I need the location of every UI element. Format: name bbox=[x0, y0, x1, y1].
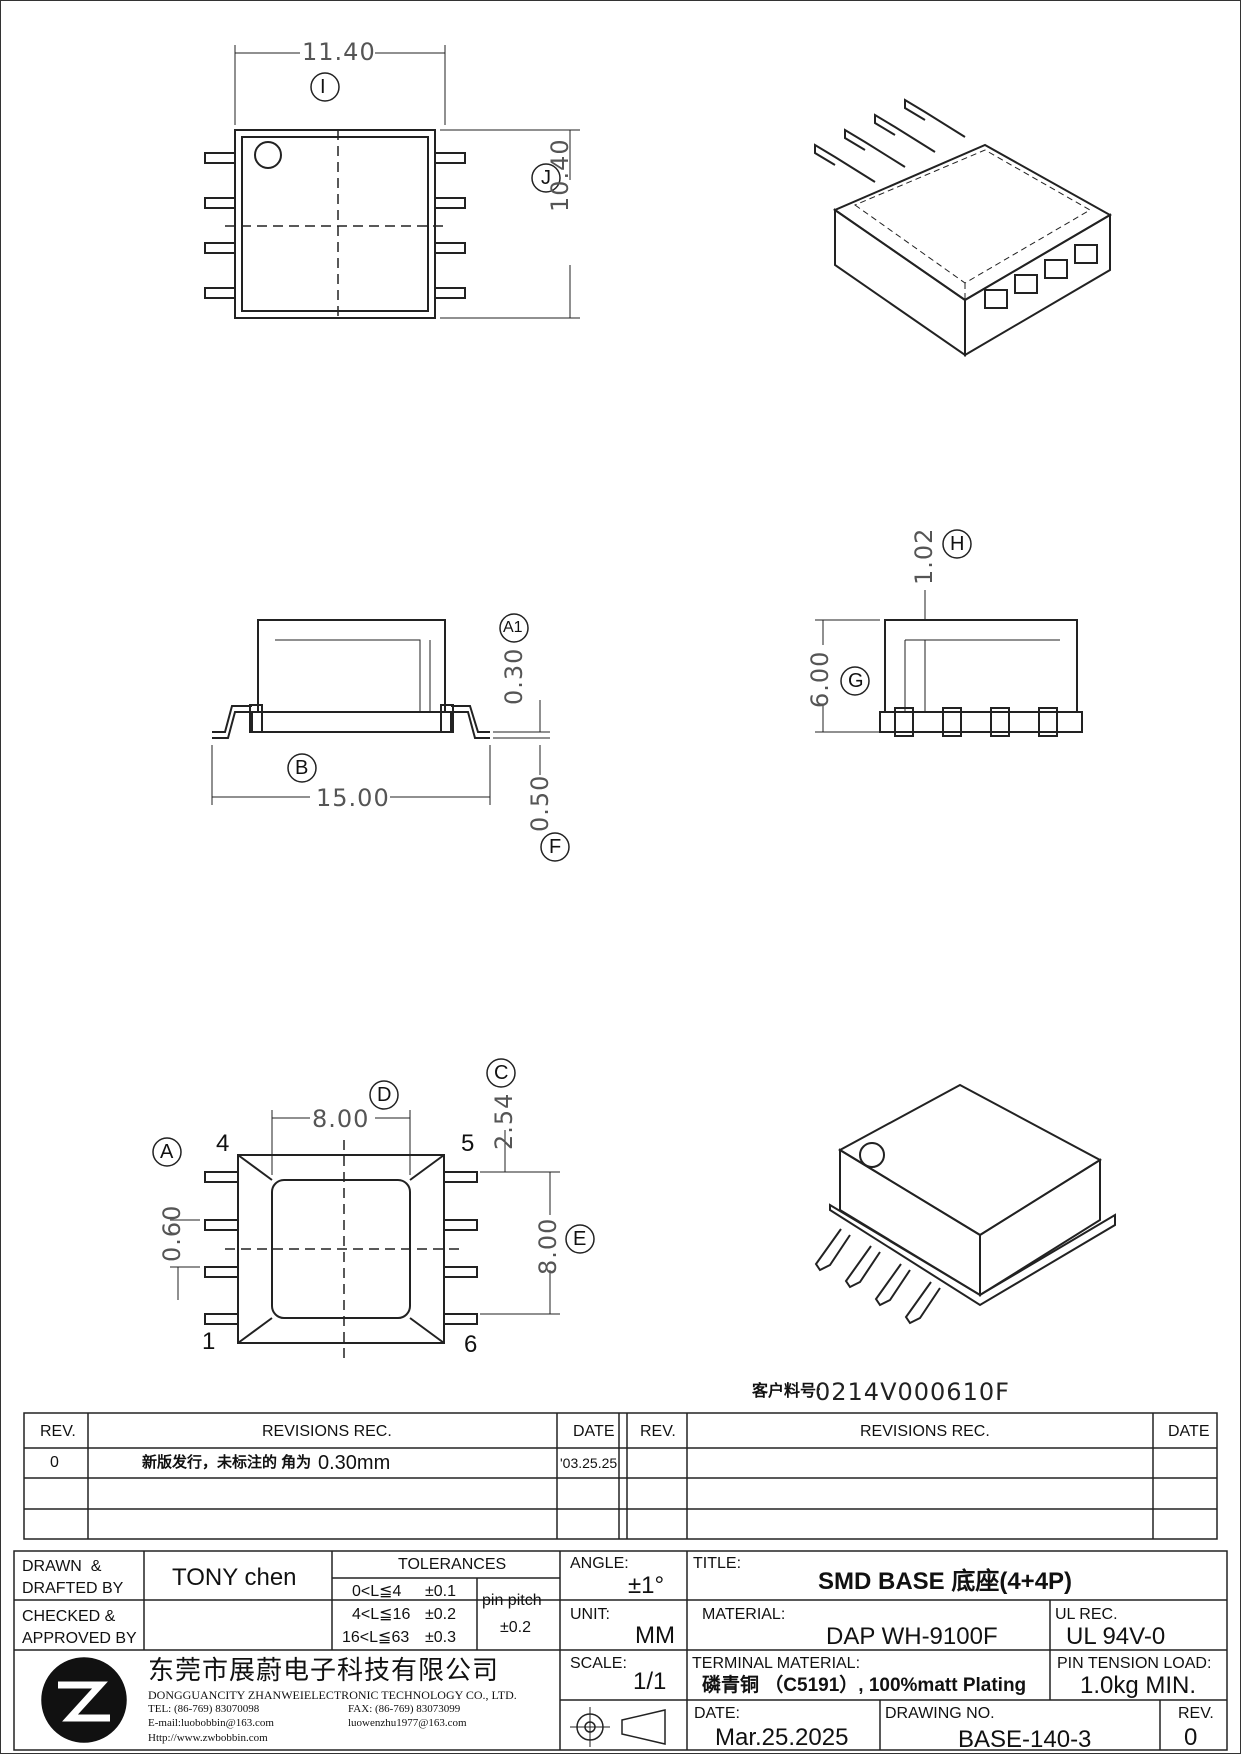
bottom-view bbox=[170, 1110, 560, 1360]
dim-bottom-inner-height: 8.00 bbox=[534, 1217, 562, 1275]
dim-side-height: 6.00 bbox=[806, 650, 834, 708]
tol-value-0: ±0.1 bbox=[425, 1583, 457, 1600]
unit-value: MM bbox=[635, 1622, 675, 1649]
title-value: SMD BASE 底座(4+4P) bbox=[818, 1568, 1073, 1595]
dim-bottom-inner-width: 8.00 bbox=[312, 1105, 370, 1133]
date-header-left: DATE bbox=[573, 1423, 615, 1440]
company-name-cn: 东莞市展蔚电子科技有限公司 bbox=[148, 1655, 500, 1685]
tol-value-1: ±0.2 bbox=[425, 1606, 457, 1623]
revision-table-grid bbox=[23, 1412, 1218, 1540]
balloon-b: B bbox=[295, 757, 309, 779]
dim-bottom-pitch: 2.54 bbox=[490, 1092, 518, 1150]
dim-front-pin-thickness: 0.50 bbox=[526, 774, 554, 832]
tolerances-label: TOLERANCES bbox=[398, 1556, 507, 1573]
balloon-circles bbox=[152, 72, 972, 1254]
balloon-a: A bbox=[160, 1141, 174, 1163]
drawing-no-value: BASE-140-3 bbox=[958, 1726, 1092, 1753]
tol-range-0: 0<L≦4 bbox=[352, 1583, 402, 1600]
tol-range-1: 4<L≦16 bbox=[352, 1606, 411, 1623]
angle-label: ANGLE: bbox=[570, 1555, 629, 1572]
checked-label: CHECKED & APPROVED BY bbox=[22, 1608, 137, 1647]
drawn-label: DRAWN & DRAFTED BY bbox=[22, 1558, 124, 1597]
rec-header-right: REVISIONS REC. bbox=[860, 1423, 990, 1440]
rec-header-left: REVISIONS REC. bbox=[262, 1423, 392, 1440]
terminal-value: 磷青铜 （C5191）, 100%matt Plating bbox=[702, 1675, 1027, 1696]
scale-value: 1/1 bbox=[633, 1668, 667, 1695]
company-fax: FAX: (86-769) 83073099 bbox=[348, 1703, 461, 1715]
pin-pitch-value: ±0.2 bbox=[500, 1619, 532, 1636]
pin-tension-value: 1.0kg MIN. bbox=[1080, 1672, 1197, 1699]
rev-value: 0 bbox=[1184, 1724, 1198, 1751]
pin-tension-label: PIN TENSION LOAD: bbox=[1057, 1655, 1212, 1672]
material-value: DAP WH-9100F bbox=[826, 1623, 998, 1650]
terminal-label: TERMINAL MATERIAL: bbox=[692, 1655, 861, 1672]
date-label: DATE: bbox=[694, 1705, 740, 1722]
balloon-i: I bbox=[320, 76, 326, 98]
balloon-f: F bbox=[549, 836, 562, 858]
customer-part-label: 客户料号: bbox=[752, 1383, 822, 1400]
dim-top-height: 10.40 bbox=[546, 138, 574, 212]
company-web: Http://www.zwbobbin.com bbox=[148, 1732, 268, 1744]
pin-pitch-label: pin pitch bbox=[482, 1592, 542, 1609]
iso-view-closed bbox=[814, 1083, 1116, 1325]
company-email-1: E-mail:luobobbin@163.com bbox=[148, 1717, 274, 1729]
drawing-no-label: DRAWING NO. bbox=[885, 1705, 995, 1722]
date-header-right: DATE bbox=[1168, 1423, 1210, 1440]
rev-header-left: REV. bbox=[40, 1423, 76, 1440]
tol-value-2: ±0.3 bbox=[425, 1629, 457, 1646]
dim-front-offset: 0.30 bbox=[500, 647, 528, 705]
front-view bbox=[211, 619, 550, 805]
balloon-d: D bbox=[377, 1084, 392, 1106]
company-tel: TEL: (86-769) 83070098 bbox=[148, 1703, 260, 1715]
side-view bbox=[815, 590, 1083, 737]
balloon-c: C bbox=[494, 1062, 509, 1084]
dim-front-length: 15.00 bbox=[316, 784, 390, 812]
rev-row-0-rev: 0 bbox=[50, 1454, 59, 1471]
dim-top-width: 11.40 bbox=[302, 38, 376, 66]
customer-part-value: 0214V000610F bbox=[815, 1378, 1010, 1406]
top-view bbox=[204, 45, 580, 319]
tol-range-2: 16<L≦63 bbox=[342, 1629, 410, 1646]
ul-value: UL 94V-0 bbox=[1066, 1623, 1166, 1650]
balloon-j: J bbox=[541, 167, 551, 189]
ul-label: UL REC. bbox=[1055, 1606, 1118, 1623]
company-email-2: luowenzhu1977@163.com bbox=[348, 1717, 467, 1729]
rev-row-0-date: '03.25.25 bbox=[560, 1455, 618, 1471]
rev-label: REV. bbox=[1178, 1705, 1214, 1722]
pin-number-1: 1 bbox=[202, 1328, 216, 1355]
pin-number-5: 5 bbox=[461, 1130, 475, 1157]
angle-value: ±1° bbox=[628, 1572, 665, 1599]
scale-label: SCALE: bbox=[570, 1655, 627, 1672]
rev-row-0-rec: 新版发行，未标注的 角为 bbox=[142, 1454, 312, 1471]
iso-view-open bbox=[814, 98, 1113, 357]
dim-bottom-pin-width: 0.60 bbox=[158, 1204, 186, 1262]
title-label: TITLE: bbox=[693, 1555, 742, 1572]
unit-label: UNIT: bbox=[570, 1606, 610, 1623]
rev-header-right: REV. bbox=[640, 1423, 676, 1440]
title-block-grid bbox=[13, 1550, 1228, 1751]
company-name-en: DONGGUANCITY ZHANWEIELECTRONIC TECHNOLOG… bbox=[148, 1688, 517, 1702]
dim-side-standoff: 1.02 bbox=[910, 527, 938, 585]
balloon-e: E bbox=[573, 1228, 587, 1250]
pin-number-6: 6 bbox=[464, 1331, 478, 1358]
pin-number-4: 4 bbox=[216, 1130, 230, 1157]
balloon-h: H bbox=[950, 533, 965, 555]
material-label: MATERIAL: bbox=[702, 1606, 786, 1623]
balloon-g: G bbox=[848, 670, 864, 692]
date-value: Mar.25.2025 bbox=[715, 1724, 849, 1751]
drawn-value: TONY chen bbox=[172, 1564, 297, 1591]
balloon-a1: A1 bbox=[503, 619, 523, 636]
rev-row-0-value: 0.30mm bbox=[318, 1452, 391, 1474]
